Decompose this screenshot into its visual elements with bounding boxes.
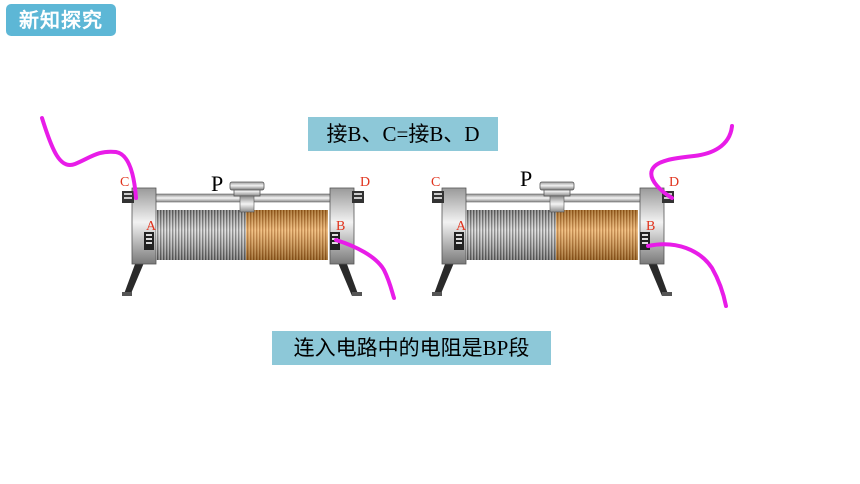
label-terminal-b-left: B (336, 219, 345, 234)
label-slider-p-left: P (211, 171, 223, 196)
label-terminal-c-left: C (120, 175, 129, 190)
rheostat-left (121, 181, 365, 297)
label-terminal-d-left: D (360, 175, 370, 190)
resistance-caption: 连入电路中的电阻是BP段 (272, 331, 551, 365)
rheostat-right (431, 181, 675, 297)
label-terminal-a-left: A (146, 219, 157, 234)
label-terminal-b-right: B (646, 219, 655, 234)
label-terminal-d-right: D (669, 175, 679, 190)
wire-left-b (334, 238, 396, 300)
wire-right-d (649, 124, 734, 200)
label-terminal-c-right: C (431, 175, 440, 190)
label-terminal-a-right: A (456, 219, 467, 234)
wire-left-c (40, 116, 138, 200)
wire-right-b (646, 242, 728, 308)
section-badge: 新知探究 (6, 4, 116, 36)
label-slider-p-right: P (520, 166, 532, 191)
connection-caption: 接B、C=接B、D (308, 117, 498, 151)
